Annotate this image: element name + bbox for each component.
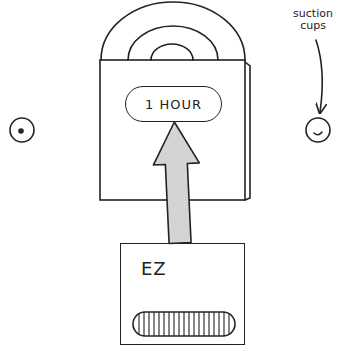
signal-arc bbox=[101, 2, 245, 60]
leader-line bbox=[316, 40, 322, 112]
block-arrow bbox=[153, 122, 199, 244]
callout-label: suction cups bbox=[282, 8, 344, 32]
suction-cup bbox=[10, 118, 34, 142]
timer-slot: 1 HOUR bbox=[125, 86, 222, 122]
slot-hatching bbox=[139, 312, 229, 336]
suction-cup bbox=[306, 118, 330, 142]
key-card: EZ bbox=[120, 243, 245, 345]
suction-cup-dot bbox=[314, 132, 322, 135]
device-edge bbox=[245, 62, 250, 200]
signal-arc bbox=[128, 26, 218, 60]
node-label: 1 HOUR bbox=[126, 97, 221, 112]
suction-cup-dot bbox=[19, 129, 23, 133]
timer-device bbox=[100, 60, 245, 200]
node-label: EZ bbox=[141, 258, 244, 279]
signal-arc bbox=[151, 44, 193, 60]
card-slot bbox=[133, 312, 235, 336]
